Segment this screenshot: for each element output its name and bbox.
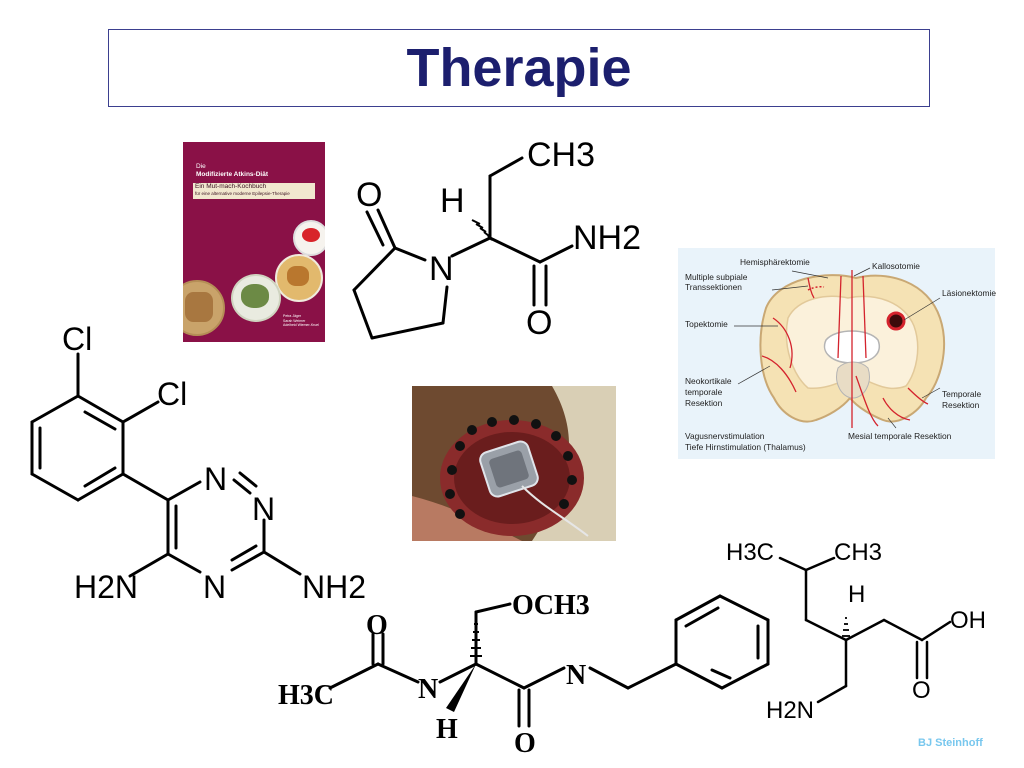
title-box: Therapie [108,29,930,107]
hydrogen-label: H [440,182,465,220]
amine-left-label: H2N [74,569,138,605]
oxygen-label: O [526,304,552,342]
label-temporale-right: Temporale [942,389,982,399]
book-title-line1: Die [196,163,206,170]
amine-label: H2N [766,697,814,724]
label-resektion-right: Resektion [942,400,980,410]
methyl-label: H3C [278,680,334,711]
food-plate-icon [293,220,325,256]
hydrogen-label: H [848,581,865,608]
book-subtitle-band: Ein Mut-mach-Kochbuch für eine alternati… [193,183,315,199]
label-neokortikale: Neokortikale [685,376,732,386]
label-tiefe-hirnstimulation: Tiefe Hirnstimulation (Thalamus) [685,442,806,452]
label-multiple-subpiale: Multiple subpiale [685,272,748,282]
lacosamide-structure: OCH3 O N N H3C H O [278,590,770,759]
label-kallosotomie: Kallosotomie [872,261,920,271]
oxygen-label: O [366,610,388,641]
hydrogen-label: H [436,714,458,745]
implant-photo-graphic [412,386,616,541]
label-temporale: temporale [685,387,723,397]
book-cover-image: Die Modifizierte Atkins-Diät Ein Mut-mac… [183,142,325,342]
lamotrigine-structure: Cl Cl N N N H2N NH2 [30,321,366,605]
book-author: Sarah Weimer [283,318,306,323]
page-title: Therapie [406,38,632,98]
methyl-label: CH3 [834,539,882,566]
hydroxyl-label: OH [950,607,986,634]
brain-cross-section-icon [734,267,946,429]
label-vagusnervstimulation: Vagusnervstimulation [685,431,765,441]
ch3-label: CH3 [527,136,595,174]
label-hemisphaerektomie: Hemisphärektomie [740,257,810,267]
nitrogen-label: N [252,491,275,527]
food-plate-icon [275,254,323,302]
label-transsektionen: Transsektionen [685,282,742,292]
methoxy-label: OCH3 [512,590,590,621]
label-laesionektomie: Läsionektomie [942,288,997,298]
oxygen-label: O [356,176,382,214]
methyl-label: H3C [726,539,774,566]
vns-implant-photo [412,386,616,541]
epilepsy-surgery-brain-figure: Hemisphärektomie Kallosotomie Multiple s… [678,248,997,459]
author-footer: BJ Steinhoff [918,737,983,749]
nitrogen-label: N [203,569,226,605]
chlorine-label: Cl [62,321,92,357]
nitrogen-label: N [429,250,454,288]
nitrogen-label: N [204,461,227,497]
book-title-line2: Modifizierte Atkins-Diät [196,171,268,178]
book-authors: Petra Jäger Sarah Weimer Adelheid Wiemer… [283,314,319,328]
chlorine-label: Cl [157,376,187,412]
nh2-label: NH2 [573,219,641,257]
book-subtitle: Ein Mut-mach-Kochbuch [195,183,267,190]
oxygen-label: O [514,728,536,759]
amine-right-label: NH2 [302,569,366,605]
nitrogen-label: N [418,674,438,705]
label-resektion: Resektion [685,398,723,408]
food-plate-icon [183,280,225,336]
book-subtitle-small: für eine alternative moderne Epilepsie-T… [195,191,290,196]
book-author: Adelheid Wiemer-Kruel [283,323,319,327]
food-plate-icon [231,274,281,322]
label-topektomie: Topektomie [685,319,728,329]
levetiracetam-structure: CH3 O H NH2 N O [352,136,641,342]
nitrogen-label: N [566,660,586,691]
label-mesial-temporale: Mesial temporale Resektion [848,431,952,441]
book-author: Petra Jäger [283,314,302,318]
pregabalin-structure: H3C CH3 H OH O H2N [726,539,986,724]
oxygen-label: O [912,677,931,704]
